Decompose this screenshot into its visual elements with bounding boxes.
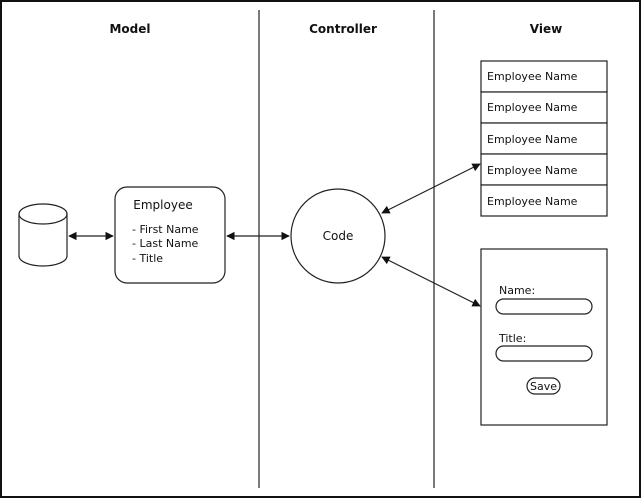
list-item: [480, 184, 608, 217]
name-field-label: Name:: [499, 284, 535, 297]
employee-field-title: - Title: [132, 252, 163, 265]
database-icon: [18, 203, 68, 267]
employee-field-first-name: - First Name: [132, 223, 199, 236]
employee-field-last-name: - Last Name: [132, 237, 199, 250]
list-item: [480, 60, 608, 93]
list-item: [480, 91, 608, 124]
employee-name-list: Employee Name Employee Name Employee Nam…: [480, 60, 608, 217]
employee-edit-form: Name: Title: Save: [480, 248, 608, 426]
column-header-view: View: [530, 22, 562, 36]
employee-model-box: Employee - First Name - Last Name - Titl…: [114, 186, 226, 284]
arrow-code-form: [381, 256, 481, 307]
controller-code-node: Code: [290, 188, 386, 284]
list-item-label: Employee Name: [487, 195, 578, 208]
list-item-label: Employee Name: [487, 101, 578, 114]
list-item-label: Employee Name: [487, 133, 578, 146]
title-field[interactable]: [495, 345, 593, 362]
column-header-model: Model: [109, 22, 150, 36]
list-item-label: Employee Name: [487, 164, 578, 177]
form-frame: [480, 248, 608, 426]
arrow-code-list: [381, 163, 481, 214]
save-button[interactable]: [526, 377, 561, 395]
list-item-label: Employee Name: [487, 70, 578, 83]
employee-box-title: Employee: [133, 198, 192, 212]
code-label: Code: [323, 229, 354, 243]
list-item: [480, 122, 608, 155]
list-item: [480, 153, 608, 186]
name-field[interactable]: [495, 298, 593, 315]
title-field-label: Title:: [498, 332, 526, 345]
column-header-controller: Controller: [309, 22, 377, 36]
save-button-label: Save: [530, 380, 557, 393]
